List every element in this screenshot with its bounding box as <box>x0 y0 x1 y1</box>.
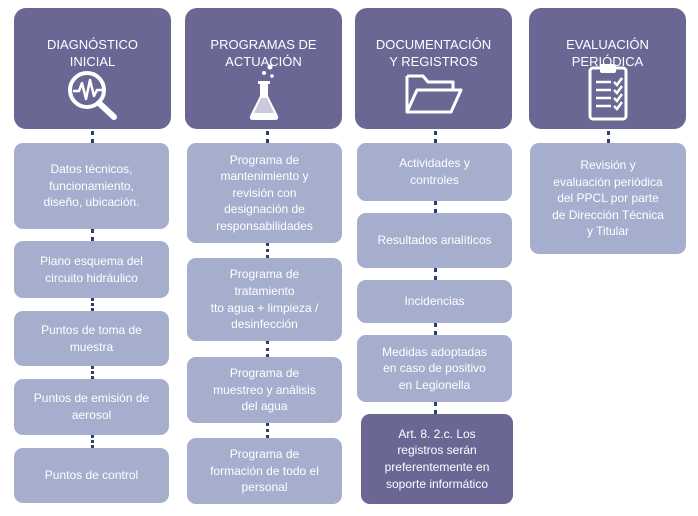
connector <box>434 268 437 280</box>
header-documentacion-y-registros: DOCUMENTACIÓN Y REGISTROS <box>355 8 512 129</box>
item-programa-mantenimiento: Programa de mantenimiento y revisión con… <box>187 143 342 243</box>
item-programa-formacion: Programa de formación de todo el persona… <box>187 438 342 504</box>
item-programa-muestreo: Programa de muestreo y análisis del agua <box>187 357 342 423</box>
header-title: DIAGNÓSTICO INICIAL <box>46 36 138 70</box>
item-incidencias: Incidencias <box>357 280 512 323</box>
connector <box>91 435 94 448</box>
connector <box>266 131 269 143</box>
folder-icon <box>405 74 462 114</box>
item-resultados-analiticos: Resultados analíticos <box>357 213 512 268</box>
item-puntos-toma-muestra: Puntos de toma de muestra <box>14 311 169 366</box>
connector <box>434 323 437 335</box>
item-art-8-2c: Art. 8. 2.c. Los registros serán prefere… <box>361 414 513 504</box>
connector <box>266 243 269 258</box>
item-programa-tratamiento: Programa de tratamiento tto agua + limpi… <box>187 258 342 341</box>
header-evaluacion-periodica: EVALUACIÓN PERIÓDICA <box>529 8 686 129</box>
magnifier-chart-icon <box>67 71 117 120</box>
connector <box>266 423 269 438</box>
item-revision-evaluacion: Revisión y evaluación periódica del PPCL… <box>530 143 686 254</box>
header-diagnostico-inicial: DIAGNÓSTICO INICIAL <box>14 8 171 129</box>
item-puntos-control: Puntos de control <box>14 448 169 503</box>
connector <box>434 201 437 213</box>
connector <box>91 131 94 143</box>
header-programas-de-actuacion: PROGRAMAS DE ACTUACIÓN <box>185 8 342 129</box>
item-plano-esquema: Plano esquema del circuito hidráulico <box>14 241 169 298</box>
item-actividades-controles: Actividades y controles <box>357 143 512 201</box>
connector <box>91 366 94 379</box>
connector <box>91 298 94 311</box>
header-title: EVALUACIÓN PERIÓDICA <box>566 36 649 70</box>
connector <box>266 341 269 357</box>
connector <box>91 229 94 241</box>
connector <box>607 131 610 143</box>
clipboard-checklist-icon <box>588 64 627 121</box>
header-title: PROGRAMAS DE ACTUACIÓN <box>210 36 317 70</box>
flask-icon <box>249 64 278 120</box>
item-puntos-emision-aerosol: Puntos de emisión de aerosol <box>14 379 169 435</box>
item-datos-tecnicos: Datos técnicos, funcionamiento, diseño, … <box>14 143 169 229</box>
connector <box>434 402 437 414</box>
item-medidas-adoptadas: Medidas adoptadas en caso de positivo en… <box>357 335 512 402</box>
header-title: DOCUMENTACIÓN Y REGISTROS <box>375 36 492 70</box>
connector <box>434 131 437 143</box>
